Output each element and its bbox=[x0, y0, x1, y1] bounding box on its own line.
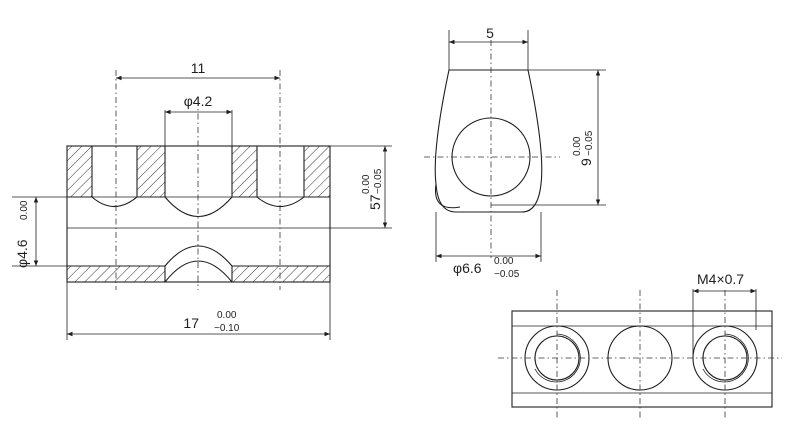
hatch-block-1 bbox=[66, 145, 93, 198]
bottom-bump bbox=[164, 245, 233, 283]
side-body-outline bbox=[434, 69, 543, 213]
thread-callout-label: M4×0.7 bbox=[697, 271, 744, 287]
dim-height-label: 57 bbox=[367, 194, 383, 210]
dim-bore-label: φ4.2 bbox=[184, 93, 213, 109]
hatch-block-4 bbox=[303, 145, 331, 198]
dim-side-diameter-label: φ6.6 bbox=[453, 260, 482, 276]
front-body-outline bbox=[66, 145, 331, 283]
hatch-block-3 bbox=[231, 145, 258, 198]
top-hole-left-thread bbox=[534, 333, 581, 383]
dim-side-height-label: 9 bbox=[578, 158, 594, 166]
dim-side-height-tol-lower: −0.05 bbox=[584, 130, 595, 156]
dim-pitch-label: 11 bbox=[191, 60, 206, 76]
dim-height-tol-upper: 0.00 bbox=[361, 174, 372, 194]
dim-length-tol-lower: −0.10 bbox=[214, 323, 240, 334]
dim-side-diameter-tol-upper: 0.00 bbox=[494, 256, 514, 267]
top-body-outline bbox=[511, 310, 773, 408]
dim-left-bore-tol: 0.00 bbox=[19, 200, 30, 220]
front-section-view: 11 φ4.2 17 0.00 −0.10 φ4.6 0.00 57 0.00 … bbox=[12, 60, 392, 340]
dim-side-height-tol-upper: 0.00 bbox=[572, 136, 583, 156]
bore-arc-center bbox=[164, 196, 233, 218]
hatch-block-2 bbox=[136, 145, 166, 198]
dim-length-label: 17 bbox=[183, 315, 199, 331]
hatch-bottom-right bbox=[231, 265, 331, 283]
side-view: 5 9 0.00 −0.05 φ6.6 0.00 −0.05 bbox=[424, 25, 606, 280]
top-hole-right-thread bbox=[702, 333, 749, 383]
dim-side-diameter-tol-lower: −0.05 bbox=[494, 269, 520, 280]
top-view: M4×0.7 bbox=[498, 271, 782, 420]
dim-side-width-label: 5 bbox=[486, 25, 494, 41]
dim-height-tol-lower: −0.05 bbox=[373, 168, 384, 194]
dim-left-bore-label: φ4.6 bbox=[14, 239, 30, 268]
dim-length-tol-upper: 0.00 bbox=[217, 310, 237, 321]
bore-arc-left bbox=[91, 196, 138, 208]
bore-arc-right bbox=[256, 196, 305, 208]
